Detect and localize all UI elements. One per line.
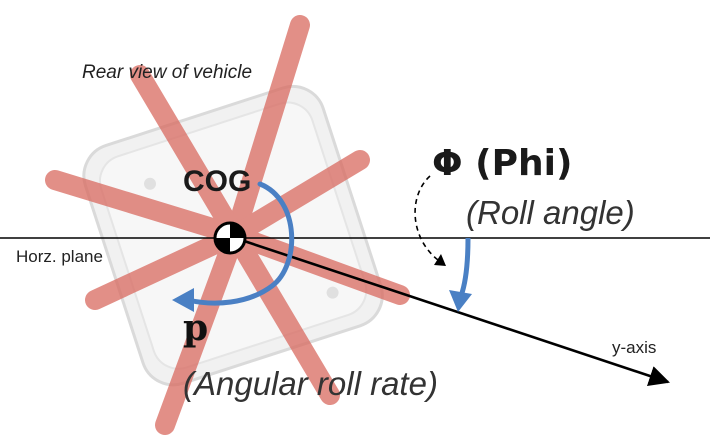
cog-label: COG [183, 165, 252, 198]
vehicle-arms [45, 15, 410, 435]
cog-marker-icon [213, 221, 247, 255]
phi-symbol-label: Φ (Phi) [432, 143, 573, 184]
y-axis-label: y-axis [612, 338, 657, 357]
roll-angle-label: (Roll angle) [466, 194, 635, 231]
horizontal-plane-label: Horz. plane [16, 247, 103, 266]
p-symbol-label: p [183, 307, 209, 349]
roll-rate-arc [172, 181, 295, 312]
roll-angle-dashed-arc [414, 175, 446, 266]
roll-rate-label: (Angular roll rate) [183, 365, 438, 402]
vehicle-caption: Rear view of vehicle [82, 62, 253, 83]
y-axis-arrow [234, 236, 670, 386]
roll-angle-arrow [449, 237, 472, 312]
